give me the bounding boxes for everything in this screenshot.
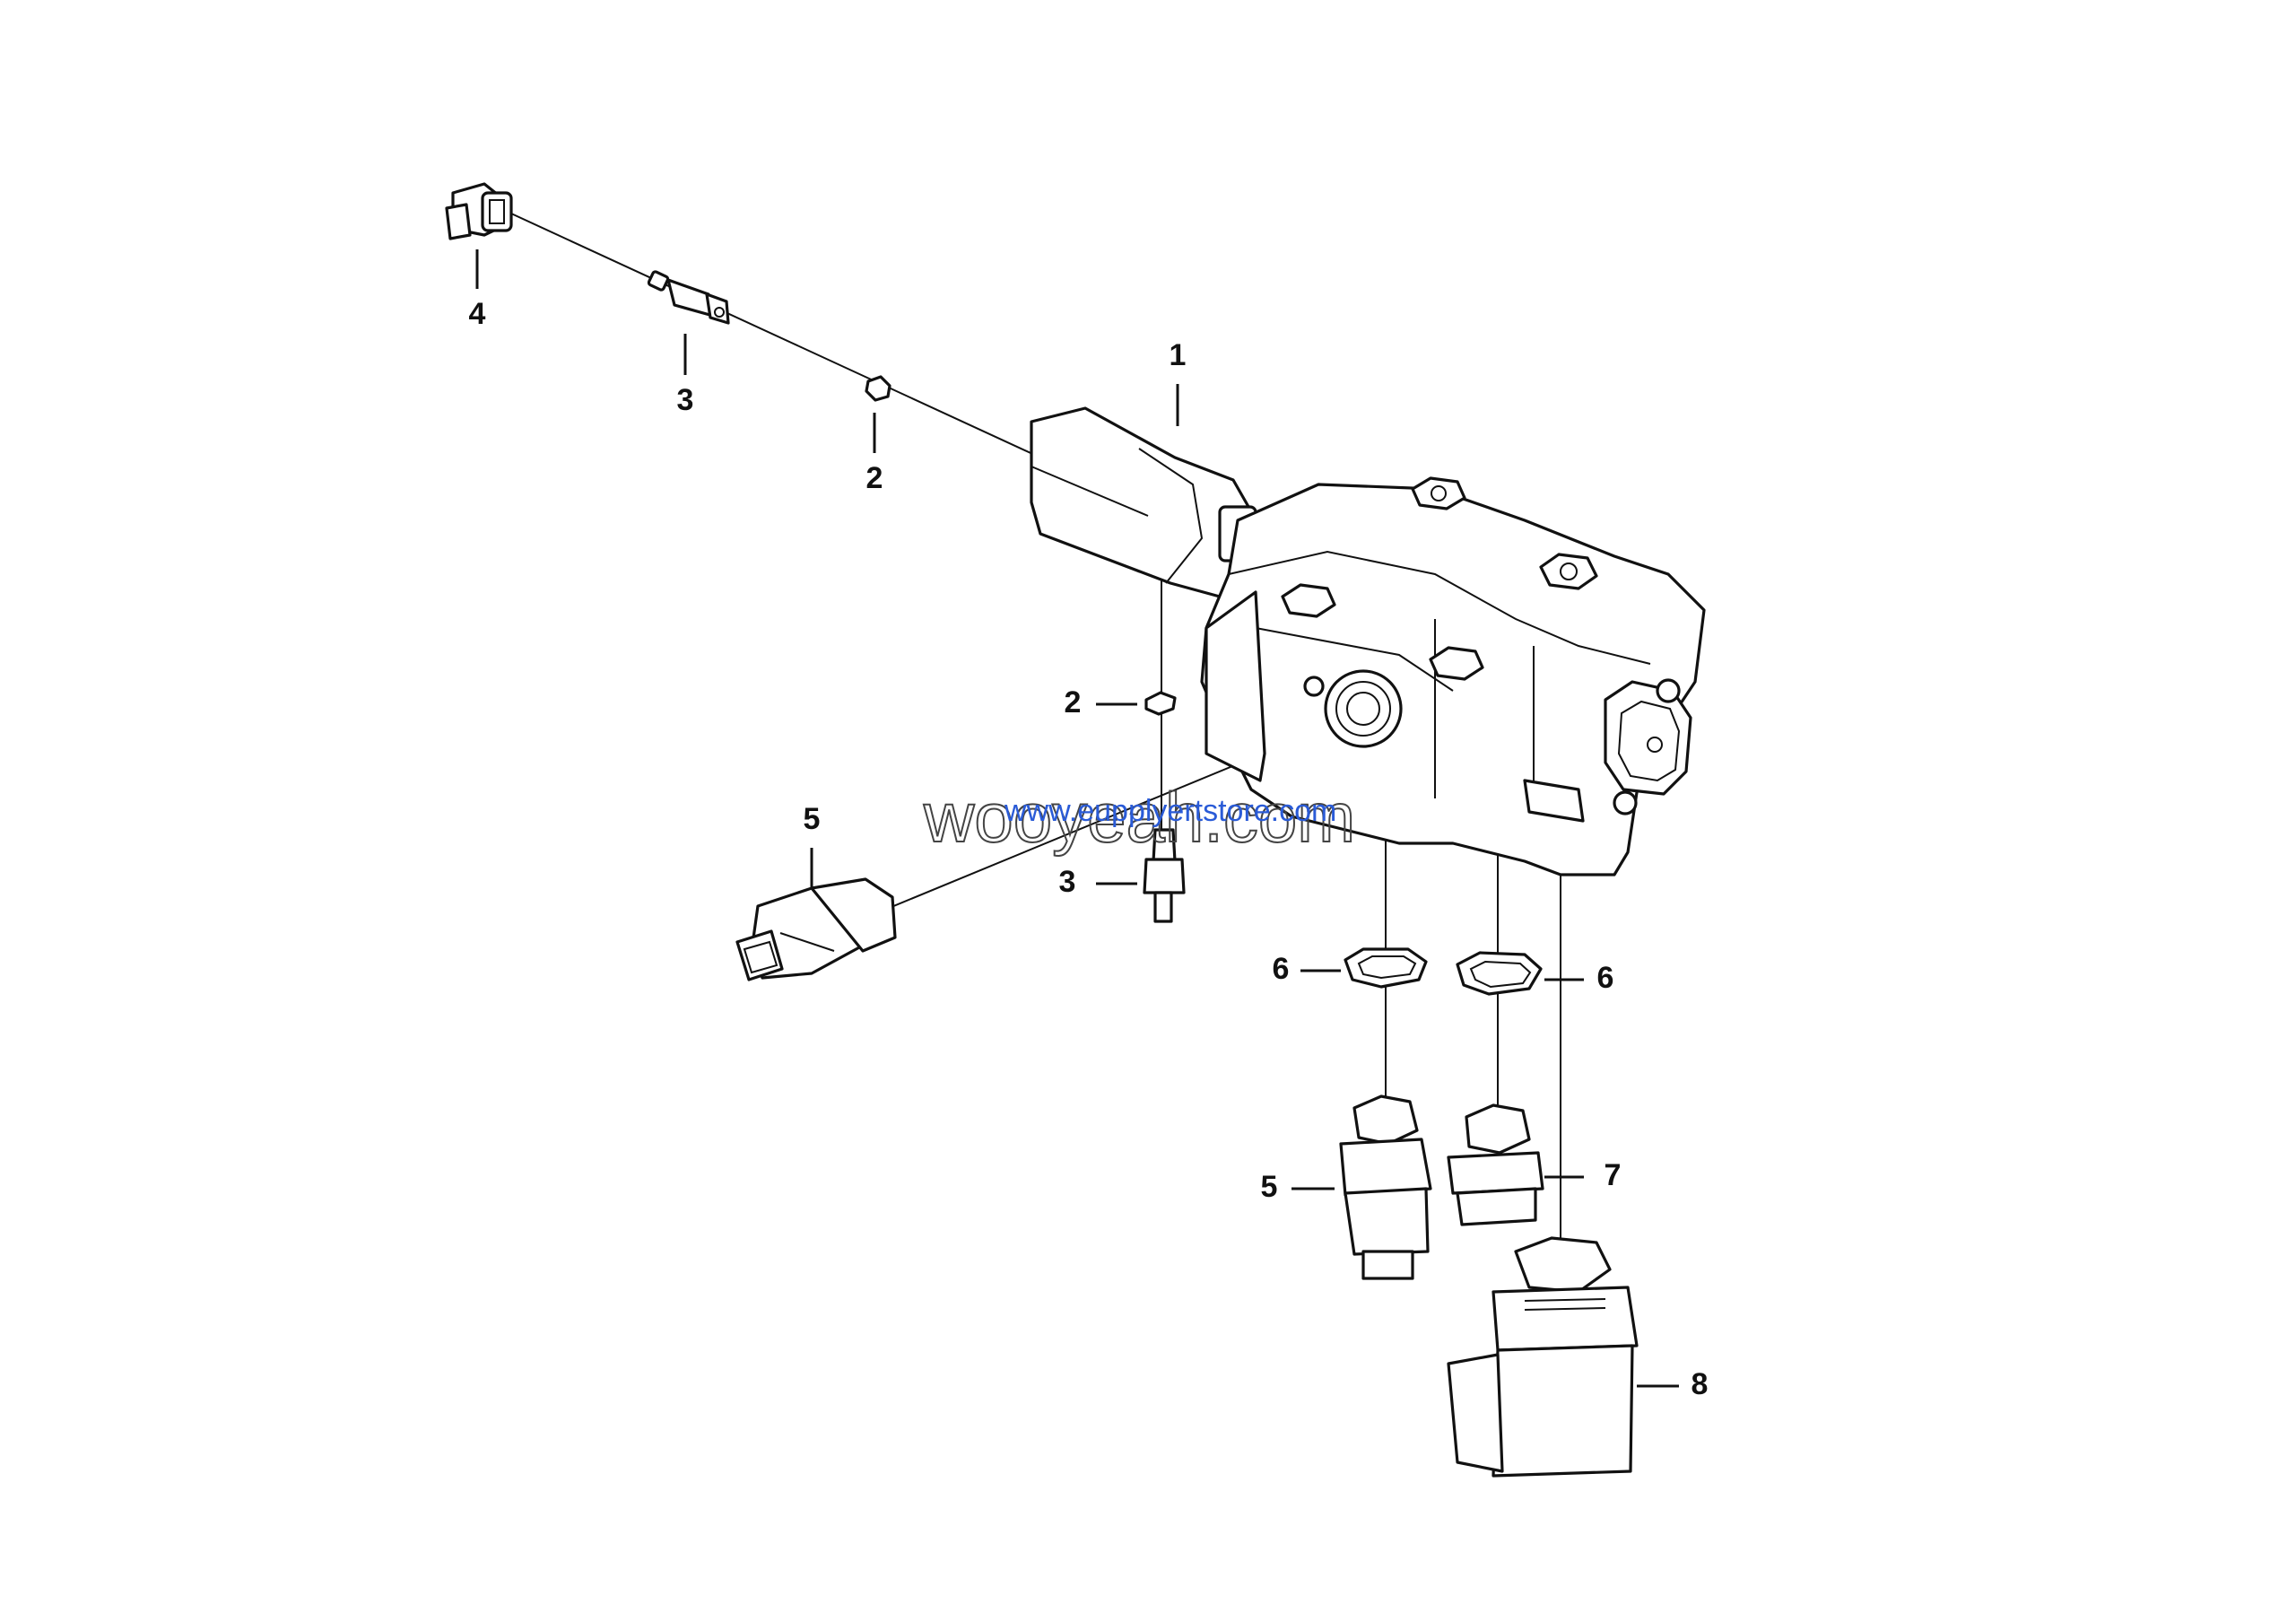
callout-7: 7: [1605, 1158, 1622, 1192]
callout-1: 1: [1170, 338, 1187, 372]
adapter-part-3-top: [647, 270, 730, 325]
valve-body-part-1: [1030, 406, 1706, 876]
callout-3-middle: 3: [1059, 865, 1076, 899]
callout-5-bottom: 5: [1261, 1170, 1278, 1204]
pressure-switch-part-5-left: [735, 877, 897, 981]
seal-ring-part-6-right: [1456, 951, 1543, 996]
callout-3-top: 3: [677, 383, 694, 417]
watermark: wooyeah.com www.eupplyertstore.com: [922, 777, 1356, 858]
washer-part-2-middle: [1144, 691, 1177, 716]
elbow-fitting-part-4: [445, 182, 513, 240]
callout-labels: 1 2 2 3 3 4 5 5 6 6 7 8: [469, 297, 1709, 1401]
watermark-text: wooyeah.com: [923, 778, 1355, 857]
plug-part-7: [1447, 1103, 1544, 1226]
callout-2-top: 2: [866, 461, 883, 495]
seal-ring-part-6-left: [1344, 947, 1428, 989]
washer-part-2-top: [865, 375, 891, 402]
callout-6-right: 6: [1597, 961, 1614, 995]
callout-2-middle: 2: [1065, 685, 1082, 719]
callout-6-left: 6: [1273, 952, 1290, 986]
adapter-part-3-middle: [1143, 828, 1186, 923]
elbow-fitting-part-8: [1447, 1236, 1639, 1478]
callout-5-left: 5: [804, 802, 821, 836]
watermark-overlay-text: www.eupplyertstore.com: [1004, 794, 1336, 828]
callout-8: 8: [1692, 1367, 1709, 1401]
callout-4: 4: [469, 297, 486, 331]
pressure-switch-part-5-bottom: [1339, 1094, 1432, 1280]
callout-leaders: [475, 249, 1679, 1388]
